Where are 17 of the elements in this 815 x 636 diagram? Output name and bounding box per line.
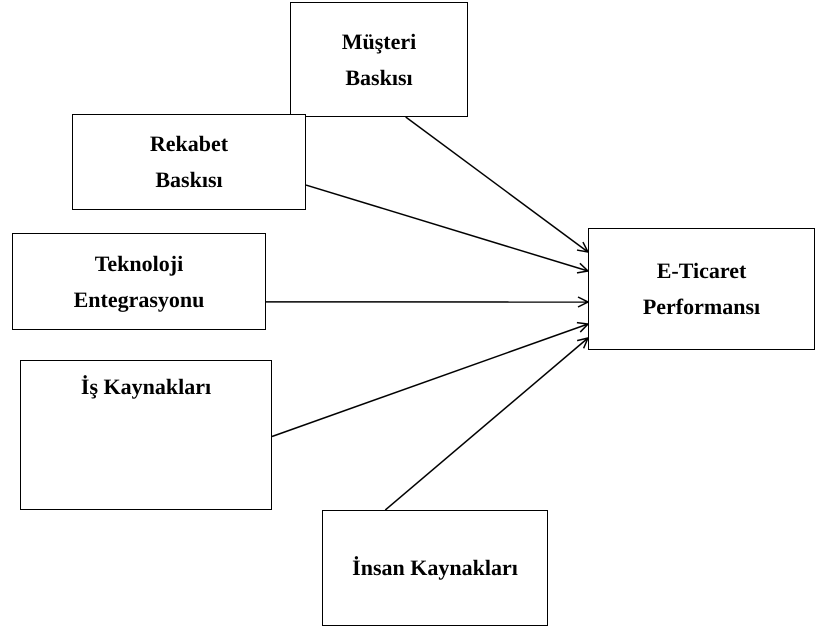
concept-label: Teknoloji Entegrasyonu (72, 250, 206, 314)
concept-label: E-Ticaret Performansı (642, 257, 762, 321)
arrow (384, 337, 589, 511)
concept-box (290, 2, 468, 117)
arrow (272, 322, 589, 438)
concept-label: Müşteri Baskısı (340, 28, 418, 92)
concept-box (322, 510, 548, 626)
arrow (306, 184, 589, 274)
arrow (266, 296, 589, 308)
concept-box (20, 360, 272, 510)
concept-label: İnsan Kaynakları (352, 554, 518, 582)
concept-box (12, 233, 266, 330)
arrow (405, 116, 589, 253)
concept-box (72, 114, 306, 210)
concept-box (588, 228, 815, 350)
concept-label: Rekabet Baskısı (148, 130, 230, 194)
concept-label: İş Kaynakları (80, 373, 212, 401)
